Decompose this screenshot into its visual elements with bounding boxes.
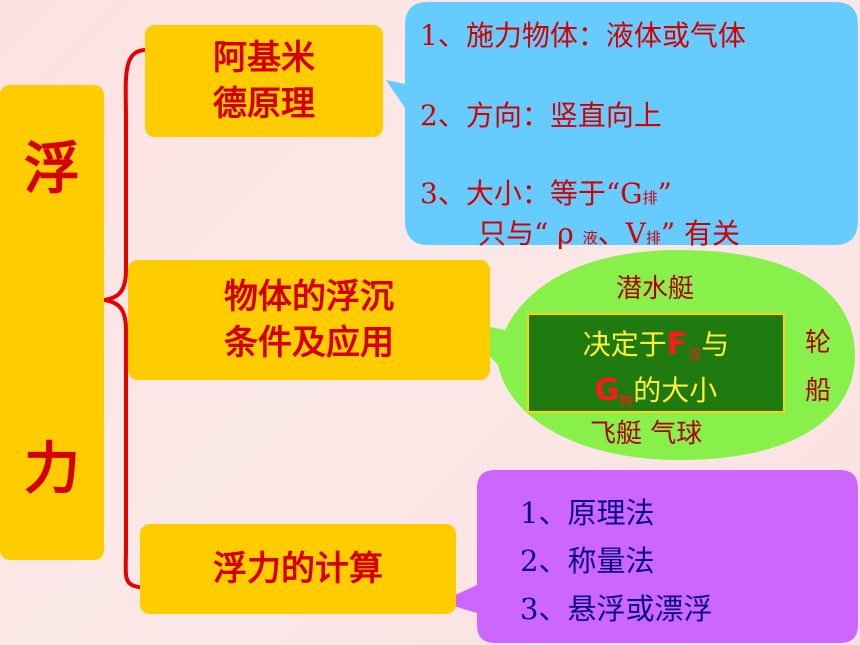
main-char-1: 浮	[24, 137, 80, 202]
main-topic-box: 浮 力	[0, 85, 104, 560]
sinkfloat-node: 物体的浮沉 条件及应用	[128, 260, 490, 380]
archimedes-item-1: 1、施力物体：液体或气体	[420, 19, 746, 52]
archimedes-item-2: 2、方向：竖直向上	[420, 99, 662, 132]
decision-line-2: G物的大小	[594, 373, 718, 410]
archimedes-label-line1: 阿基米	[213, 38, 315, 78]
airship-balloon-label: 飞艇 气球	[590, 419, 703, 449]
calc-method-2: 2、称量法	[520, 544, 655, 578]
ship-label-1: 轮	[805, 328, 832, 358]
submarine-label: 潜水艇	[616, 274, 695, 304]
decision-box: 决定于F浮与 G物的大小	[527, 313, 785, 413]
archimedes-item-3-line2: 只与“ ρ 液、V排” 有关	[478, 217, 741, 250]
sinkfloat-label-line1: 物体的浮沉	[224, 277, 394, 317]
archimedes-label-line2: 德原理	[213, 84, 315, 124]
archimedes-node: 阿基米 德原理	[145, 25, 383, 137]
sinkfloat-label-line2: 条件及应用	[224, 323, 394, 363]
archimedes-bubble-shape	[386, 2, 858, 245]
calc-label: 浮力的计算	[213, 549, 383, 589]
ship-label-2: 船	[805, 376, 832, 406]
calc-bubble-shape	[440, 470, 858, 643]
archimedes-item-3: 3、大小：等于“G排”	[420, 177, 672, 210]
red-brace	[103, 48, 146, 590]
main-char-2: 力	[24, 437, 80, 502]
decision-line-1: 决定于F浮与	[582, 327, 730, 364]
calc-method-1: 1、原理法	[520, 496, 655, 530]
calc-method-3: 3、悬浮或漂浮	[520, 592, 713, 626]
calc-node: 浮力的计算	[140, 524, 456, 614]
